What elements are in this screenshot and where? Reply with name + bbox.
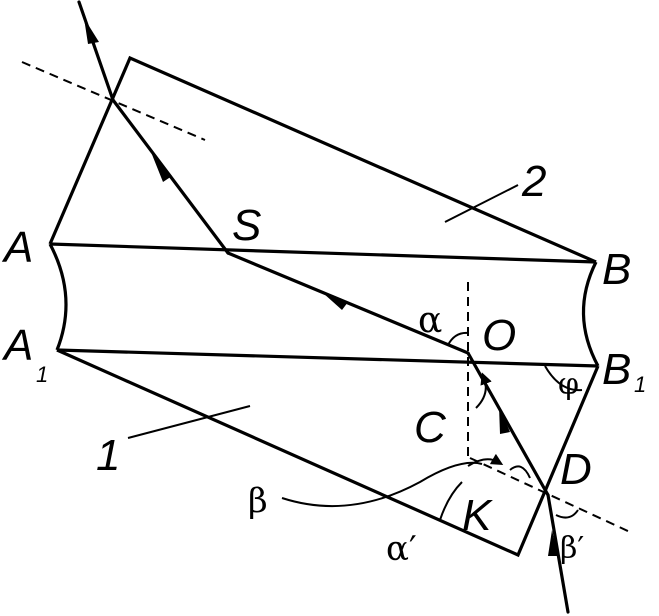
label-beta-prime: β′	[560, 531, 584, 566]
leader-2	[444, 184, 519, 223]
arrow-gap	[323, 293, 348, 310]
ray-in-gap	[226, 251, 470, 355]
leader-1	[127, 405, 251, 439]
arc-alpha-prime	[439, 481, 463, 521]
arc-K-right	[509, 465, 531, 479]
arc-beta-curve	[281, 461, 483, 508]
label-A1: A	[1, 321, 33, 370]
arrow-exit	[548, 530, 558, 556]
prism-2-outline	[48, 55, 597, 264]
label-region-1: 1	[96, 431, 120, 480]
ray-exit	[546, 493, 570, 614]
normal-D-dashed	[469, 457, 631, 533]
label-alpha: α	[418, 300, 442, 341]
label-O: O	[482, 311, 516, 360]
arrow-prism-1	[499, 406, 510, 434]
label-B1: B	[602, 345, 631, 394]
arc-beta-prime	[555, 509, 579, 519]
label-A1-sub: 1	[36, 362, 48, 387]
normal-entry-dashed	[21, 61, 206, 141]
gap-right-edge	[581, 261, 600, 367]
gap-left-edge	[48, 243, 68, 351]
arc-C-upper	[467, 453, 504, 467]
prism-1-outline	[56, 348, 600, 558]
arrow-prism-2	[151, 152, 172, 182]
arrow-incident	[84, 18, 99, 44]
prism-1-base-A1B1	[56, 348, 599, 368]
label-alpha-prime: α′	[386, 529, 417, 569]
label-beta: β	[248, 481, 268, 521]
label-B1-sub: 1	[634, 372, 646, 397]
arc-beta-inner	[475, 372, 492, 409]
label-S: S	[232, 201, 261, 250]
prism-2-base-AB	[49, 242, 597, 264]
arc-alpha	[447, 331, 469, 346]
ray-incident	[77, 0, 115, 102]
label-B: B	[602, 245, 631, 294]
label-A: A	[1, 223, 33, 272]
label-region-2: 2	[521, 157, 546, 206]
label-D: D	[560, 445, 592, 494]
label-phi: φ	[558, 367, 579, 402]
ray-in-prism-1	[466, 351, 550, 497]
label-K: K	[462, 491, 493, 540]
arc-phi	[544, 365, 583, 392]
label-C: C	[414, 403, 447, 452]
